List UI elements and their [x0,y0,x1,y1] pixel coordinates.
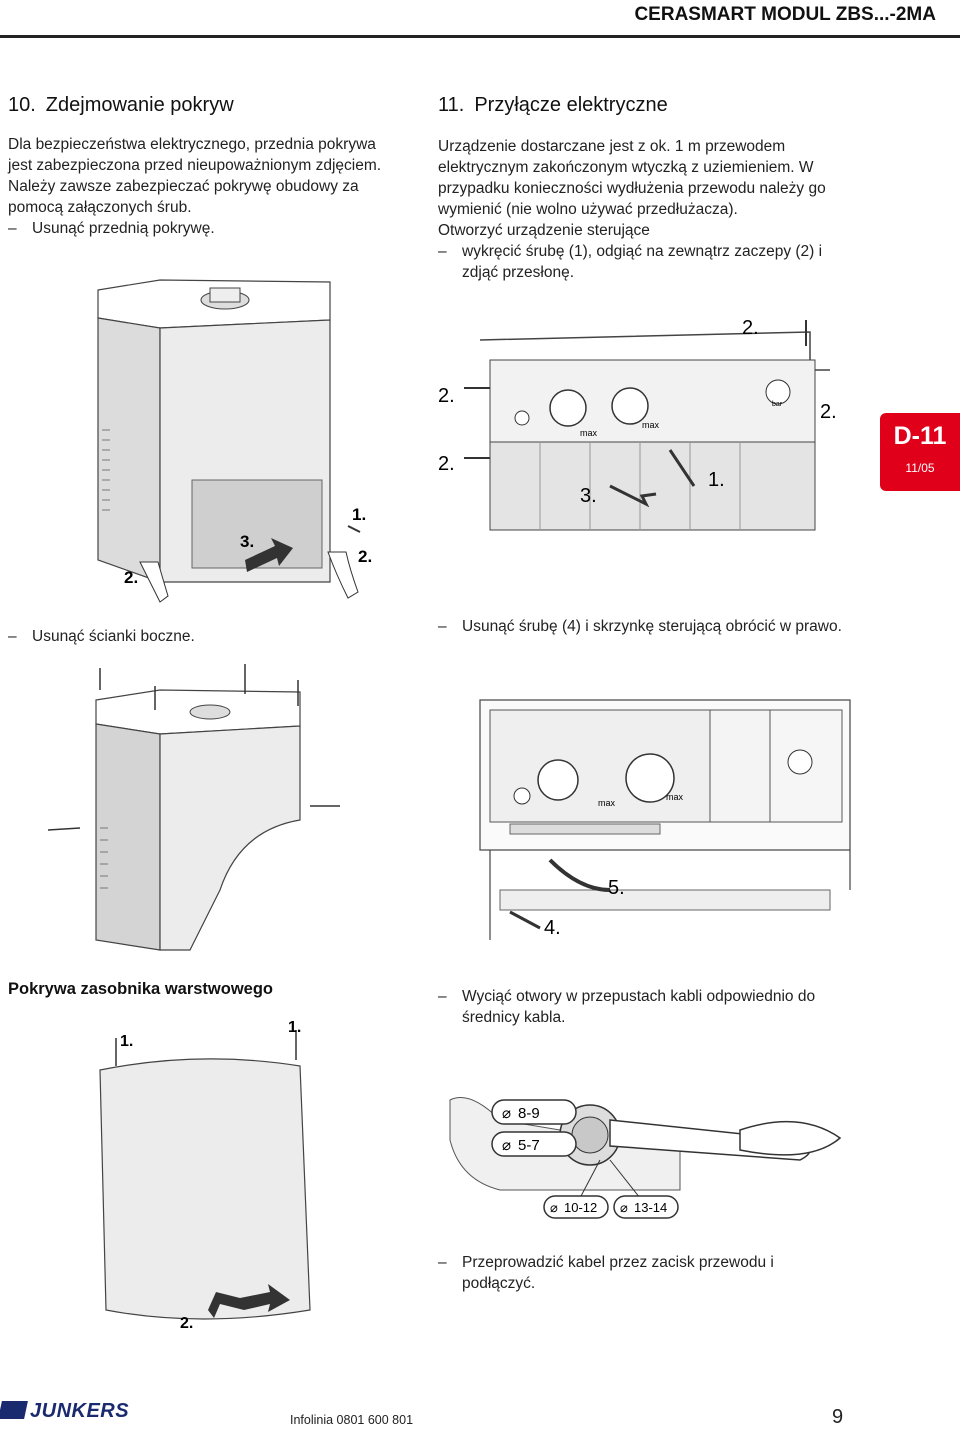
figure-storage-cover: 1. 1. 2. [99,1019,311,1332]
fig4-label-5: 5. [608,877,625,899]
cover-section-title: Pokrywa zasobnika warstwowego [8,980,273,998]
fig4-label-4: 4. [544,917,561,939]
fig2-label-2-lower: 2. [438,453,455,475]
junkers-logo-emblem [0,1401,28,1419]
section-11-step-4: Przeprowadzić kabel przez zacisk przewod… [438,1252,848,1294]
header-rule [0,35,960,38]
section-11-step-2: Usunąć śrubę (4) i skrzynkę sterującą ob… [438,616,848,637]
diameter-symbol-3: ⌀ [550,1200,558,1215]
section-10-text-2: Usunąć ścianki boczne. [8,626,408,647]
section-11-text-3: Wyciąć otwory w przepustach kabli odpowi… [438,986,848,1028]
fig1-label-2-left: 2. [124,568,138,587]
grommet-label-8-9: 8-9 [518,1105,540,1122]
fig2-label-2-upper: 2. [438,385,455,407]
section-10-step-1: Usunąć przednią pokrywę. [8,218,398,239]
junkers-logo: JUNKERS [0,1400,129,1423]
figure-control-panel-cover: max max bar 2. 2. 2. 2. 3. 1. [438,317,837,531]
section-10-step-2: Usunąć ścianki boczne. [8,626,408,647]
footer-hotline: Infolinia 0801 600 801 [290,1413,414,1427]
fig2-bar: bar [772,401,783,408]
fig2-label-3: 3. [580,485,597,507]
chapter-tab [880,413,960,491]
grommet-label-10-12: 10-12 [564,1200,597,1215]
diameter-symbol-2: ⌀ [502,1137,511,1154]
junkers-logo-text: JUNKERS [30,1400,130,1422]
page-number: 9 [832,1406,844,1428]
diameter-symbol-1: ⌀ [502,1105,511,1122]
figure-control-box-rotate: max max 5. 4. [479,699,851,940]
section-11-step-3: Wyciąć otwory w przepustach kabli odpowi… [438,986,848,1028]
section-11-step-1: wykręcić śrubę (1), odgiąć na zewnątrz z… [438,241,848,283]
section-10-intro: Dla bezpieczeństwa elektrycznego, przedn… [8,136,382,216]
fig5-label-1-right: 1. [288,1019,301,1036]
section-10-text: Dla bezpieczeństwa elektrycznego, przedn… [8,134,398,239]
fig2-label-2-right: 2. [820,401,837,423]
chapter-tab-date: 11/05 [905,461,935,475]
fig1-label-2-right: 2. [358,547,372,566]
fig1-label-3: 3. [240,532,254,551]
section-11-text-2: Usunąć śrubę (4) i skrzynkę sterującą ob… [438,616,848,637]
fig2-label-2-top: 2. [742,317,759,339]
fig1-label-1: 1. [352,505,366,524]
section-10-title: 10. Zdejmowanie pokryw [8,94,234,116]
grommet-label-13-14: 13-14 [634,1200,667,1215]
section-11-title: 11. Przyłącze elektryczne [438,94,668,116]
fig2-max-2: max [642,420,660,430]
grommet-label-5-7: 5-7 [518,1137,540,1154]
fig4-max-1: max [598,798,616,808]
fig5-label-1-left: 1. [120,1033,133,1050]
section-11-intro: Urządzenie dostarczane jest z ok. 1 m pr… [438,138,826,218]
chapter-tab-code: D-11 [893,422,947,450]
fig4-max-2: max [666,792,684,802]
section-11-text: Urządzenie dostarczane jest z ok. 1 m pr… [438,136,848,283]
diameter-symbol-4: ⌀ [620,1200,628,1215]
fig2-max-1: max [580,428,598,438]
figure-front-cover-removal: 3. 1. 2. 2. [97,279,372,603]
section-11-open: Otworzyć urządzenie sterujące [438,222,650,239]
figure-side-panels-removal [47,664,340,951]
section-11-text-4: Przeprowadzić kabel przez zacisk przewod… [438,1252,848,1294]
fig2-label-1: 1. [708,469,725,491]
figure-cable-grommets: ⌀ 8-9 ⌀ 5-7 ⌀ 10-12 ⌀ 13-14 [449,1097,842,1219]
document-title: CERASMART MODUL ZBS...-2MA [634,4,936,25]
fig5-label-2: 2. [180,1315,193,1332]
